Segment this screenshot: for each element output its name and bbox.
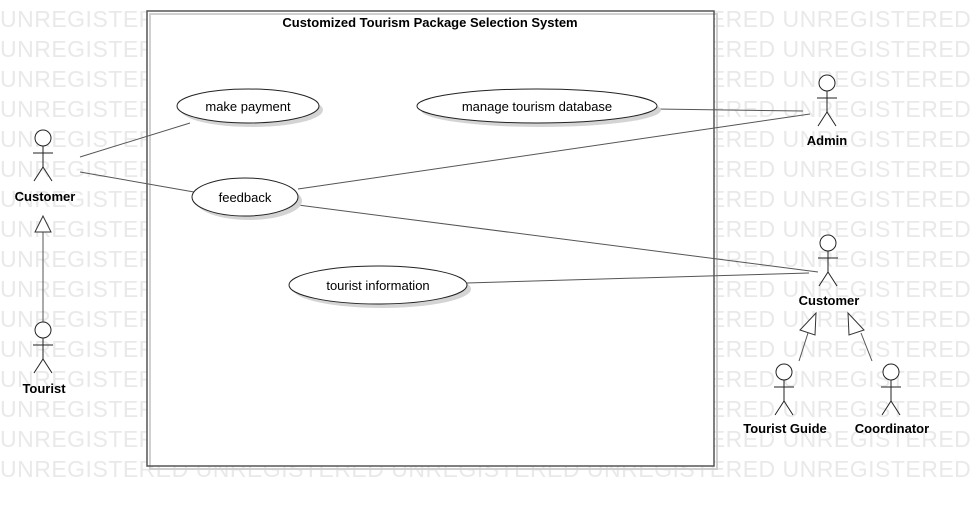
system-boundary[interactable] (146, 10, 715, 467)
use-case-feedback[interactable]: feedback (191, 177, 302, 220)
assoc-customer2-feedback[interactable] (297, 204, 819, 273)
system-boundary-shadow (149, 13, 718, 470)
actor-coordinator-label: Coordinator (855, 421, 929, 436)
use-case-make-payment[interactable]: make payment (176, 88, 323, 127)
assoc-admin-manage-db[interactable] (655, 108, 804, 112)
actor-tourist-label: Tourist (22, 381, 66, 396)
actor-tourist[interactable] (33, 321, 53, 374)
actor-customer-right-label: Customer (799, 293, 860, 308)
use-case-manage-db-label: manage tourism database (462, 99, 612, 114)
generalization-tourist-customer[interactable] (34, 214, 52, 322)
associations (79, 108, 819, 284)
actor-coordinator[interactable] (881, 363, 901, 416)
actor-tourist-guide[interactable] (774, 363, 794, 416)
generalization-guide-customer[interactable] (798, 311, 817, 362)
use-case-tourist-info-label: tourist information (326, 278, 429, 293)
actor-customer-left-label: Customer (15, 189, 76, 204)
actor-admin-label: Admin (807, 133, 848, 148)
actor-tourist-guide-label: Tourist Guide (743, 421, 827, 436)
system-boundary-fill (147, 11, 714, 466)
actor-admin[interactable] (817, 74, 837, 127)
use-case-make-payment-label: make payment (205, 99, 291, 114)
actor-customer-right[interactable] (818, 234, 838, 287)
assoc-admin-feedback[interactable] (297, 113, 811, 190)
actor-customer-left[interactable] (33, 129, 53, 182)
generalization-coordinator-customer[interactable] (847, 311, 873, 362)
assoc-customer-feedback[interactable] (79, 171, 195, 193)
assoc-customer-make-payment[interactable] (79, 122, 191, 158)
system-title: Customized Tourism Package Selection Sys… (282, 15, 577, 30)
assoc-customer2-tourist-info[interactable] (466, 272, 810, 284)
use-case-tourist-info[interactable]: tourist information (288, 265, 471, 308)
use-case-manage-db[interactable]: manage tourism database (416, 88, 661, 127)
use-case-feedback-label: feedback (219, 190, 272, 205)
